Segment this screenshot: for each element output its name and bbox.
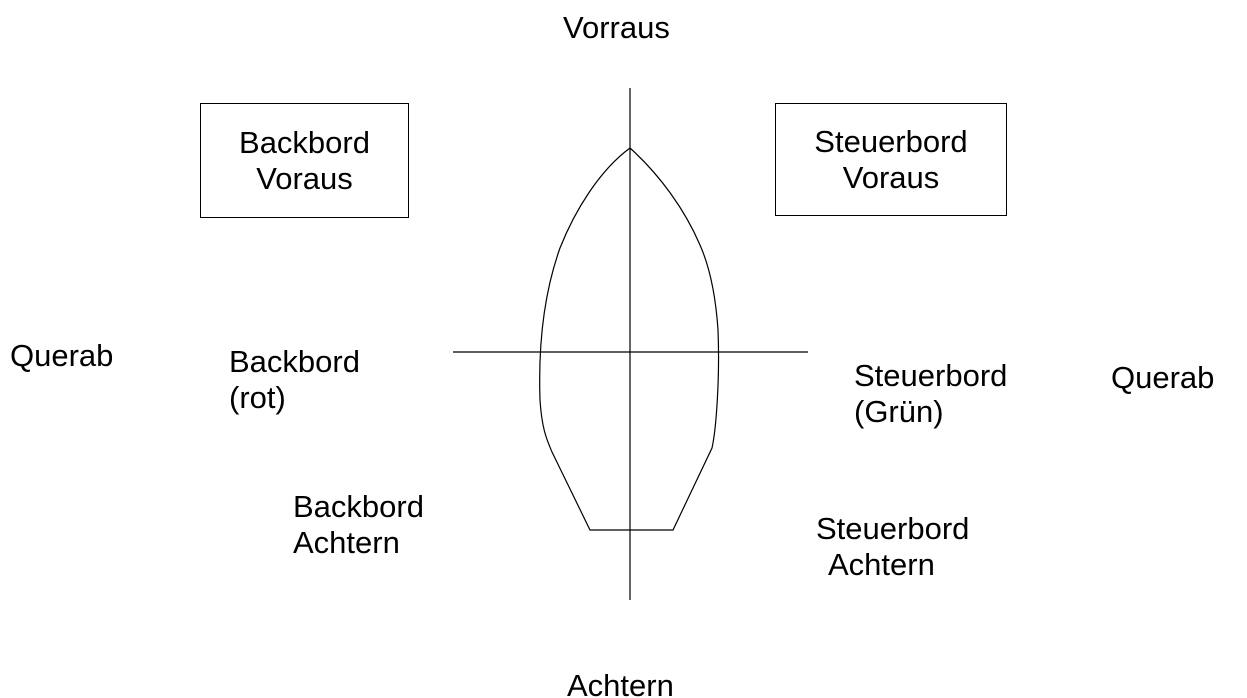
port-bow-line1: Backbord <box>239 124 370 160</box>
starboard-line1: Steuerbord <box>854 358 1008 393</box>
starboard-bow-line2: Voraus <box>842 159 940 195</box>
beam-label-left: Querab <box>10 338 114 373</box>
aft-label: Achtern <box>567 668 674 698</box>
starboard-bow-box: Steuerbord Voraus <box>775 103 1007 216</box>
port-quarter-line1: Backbord <box>293 489 424 524</box>
beam-label-right: Querab <box>1111 360 1215 395</box>
port-bow-line2: Voraus <box>256 160 353 196</box>
forward-label: Vorraus <box>563 10 670 45</box>
starboard-bow-line1: Steuerbord <box>814 123 968 159</box>
port-quarter-line2: Achtern <box>293 525 400 560</box>
port-line2: (rot) <box>229 380 286 415</box>
port-label: Backbord (rot) <box>229 344 360 416</box>
hull-outline <box>539 147 720 531</box>
starboard-quarter-line2: Achtern <box>828 547 935 582</box>
port-quarter-label: Backbord Achtern <box>293 489 424 561</box>
starboard-quarter-line1: Steuerbord <box>816 511 970 546</box>
port-line1: Backbord <box>229 344 360 379</box>
starboard-line2: (Grün) <box>854 394 944 429</box>
port-bow-box: Backbord Voraus <box>200 103 409 218</box>
starboard-quarter-label: Steuerbord Achtern <box>816 511 969 583</box>
starboard-label: Steuerbord (Grün) <box>854 358 1007 430</box>
